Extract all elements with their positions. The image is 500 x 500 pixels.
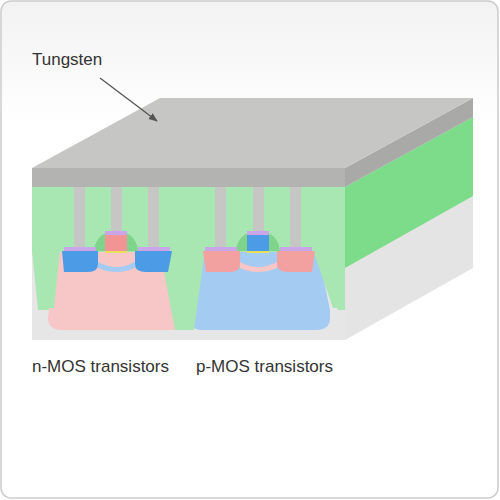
gate-oxide xyxy=(247,251,269,253)
silicide xyxy=(280,247,312,251)
n-well xyxy=(190,252,330,330)
spacer xyxy=(236,231,280,251)
spacer xyxy=(94,231,138,251)
tungsten-top xyxy=(32,98,473,168)
p-source xyxy=(203,251,240,272)
silicide xyxy=(138,247,170,251)
tungsten-front xyxy=(32,168,345,187)
silicide xyxy=(105,231,127,235)
trench xyxy=(32,250,60,308)
silicide xyxy=(247,231,269,235)
p-ldd xyxy=(240,262,277,272)
n-drain xyxy=(135,251,172,272)
p-drain xyxy=(277,251,315,272)
leader-arrow xyxy=(100,78,157,121)
material-label: Tungsten xyxy=(32,50,102,70)
gate-oxide xyxy=(105,251,127,253)
tungsten-plugs xyxy=(74,187,301,247)
silicide xyxy=(64,247,96,251)
substrate xyxy=(32,187,345,340)
p-well xyxy=(48,252,186,330)
region-label: n-MOS transistors xyxy=(32,357,169,377)
trench xyxy=(313,250,345,308)
n-source xyxy=(62,251,98,272)
p-gate xyxy=(247,235,269,251)
region-label: p-MOS transistors xyxy=(196,357,333,377)
n-ldd xyxy=(98,262,135,272)
silicide xyxy=(205,247,237,251)
n-gate xyxy=(105,235,127,251)
